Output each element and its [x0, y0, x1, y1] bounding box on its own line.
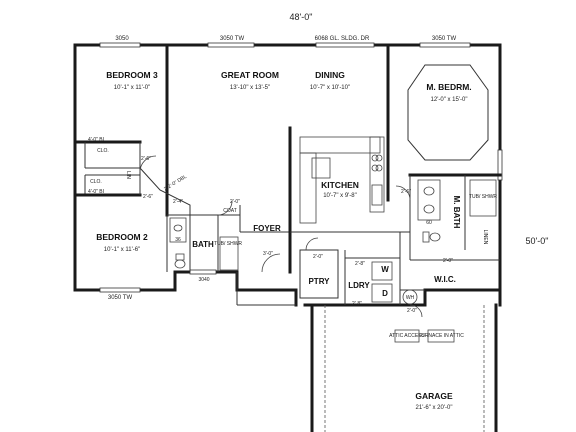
room-name-foyer: FOYER — [253, 224, 281, 233]
room-size-great-room: 13'-10" x 13'-5" — [230, 85, 270, 91]
door-label-coat: 2'-0" — [230, 199, 240, 205]
lav-size-bath: 36 — [175, 237, 181, 243]
room-name-bath: BATH — [192, 240, 214, 249]
door-label-wic: 2'-0" — [443, 258, 453, 264]
lav-size-master: 60 — [426, 220, 432, 226]
windows — [99, 42, 503, 293]
master-linen-label: LINEN — [482, 230, 488, 245]
dryer-label: D — [382, 289, 388, 298]
overall-depth: 50'-0" — [526, 236, 549, 246]
closet-label-b3: CLO. — [97, 148, 109, 154]
attic-access-label: ATTIC ACCESS — [389, 333, 425, 339]
room-size-dining: 10'-7" x 10'-10" — [310, 85, 350, 91]
room-name-kitchen: KITCHEN — [321, 180, 359, 190]
room-size-bedroom2: 10'-1" x 11'-6" — [104, 247, 140, 253]
door-swings — [139, 155, 423, 318]
closet-door-b3: 4'-0" BI — [88, 137, 104, 143]
room-name-laundry: LDRY — [348, 281, 370, 290]
room-name-bedroom3: BEDROOM 3 — [106, 70, 158, 80]
linen-closet-label: LIN — [125, 171, 131, 179]
kitchen-counters — [299, 136, 385, 224]
door-label-laundry: 2'-8" — [355, 261, 365, 267]
slider-door-label: 6068 GL. SLDG. DR — [315, 36, 370, 42]
tub-label-master: TUB/ SHWR — [469, 194, 497, 200]
room-size-bedroom3: 10'-1" x 11'-0" — [114, 85, 150, 91]
window-label-bath: 3040 — [198, 277, 209, 283]
door-label-wh: 2'-0" — [407, 308, 417, 314]
room-name-master: M. BEDRM. — [426, 82, 471, 92]
window-label-bedroom3: 3050 — [115, 36, 129, 42]
overall-width: 48'-0" — [290, 12, 313, 22]
room-name-garage: GARAGE — [415, 391, 453, 401]
closet-door-b2: 4'-0" BI — [88, 189, 104, 195]
door-label-pantry: 2'-0" — [313, 254, 323, 260]
tray-ceiling — [407, 64, 489, 161]
coat-closet-label: COAT — [223, 208, 237, 214]
room-name-master-bath: M. BATH — [452, 196, 461, 229]
room-name-great-room: GREAT ROOM — [221, 70, 279, 80]
room-size-kitchen: 10'-7" x 9'-8" — [323, 193, 357, 199]
room-name-bedroom2: BEDROOM 2 — [96, 232, 148, 242]
door-label-b3: 2'-6" — [141, 156, 151, 162]
washer-label: W — [381, 265, 389, 274]
window-label-master: 3050 TW — [432, 36, 457, 42]
fixtures — [169, 179, 497, 343]
window-label-great-room: 3050 TW — [220, 36, 245, 42]
closet-label-b2: CLO. — [90, 179, 102, 185]
door-label-front: 3'-0" — [263, 251, 273, 257]
door-label-b2: 2'-6" — [143, 194, 153, 200]
window-label-bedroom2: 3050 TW — [108, 295, 133, 301]
door-label-garage: 2'-8" — [352, 301, 362, 307]
door-label-bath: 2'-4" — [173, 199, 183, 205]
water-heater-label: WH — [406, 295, 415, 301]
room-name-pantry: PTRY — [308, 277, 330, 286]
room-name-wic: W.I.C. — [434, 275, 456, 284]
room-name-dining: DINING — [315, 70, 345, 80]
furnace-label: FURNACE IN ATTIC — [418, 333, 464, 339]
door-label-mbath: 2'-6" — [401, 189, 411, 195]
tub-label-bath: TUB/ SHWR — [214, 241, 242, 247]
room-size-master: 12'-0" x 15'-0" — [431, 97, 468, 103]
interior-walls — [73, 43, 502, 305]
room-size-garage: 21'-6" x 20'-0" — [416, 405, 453, 411]
